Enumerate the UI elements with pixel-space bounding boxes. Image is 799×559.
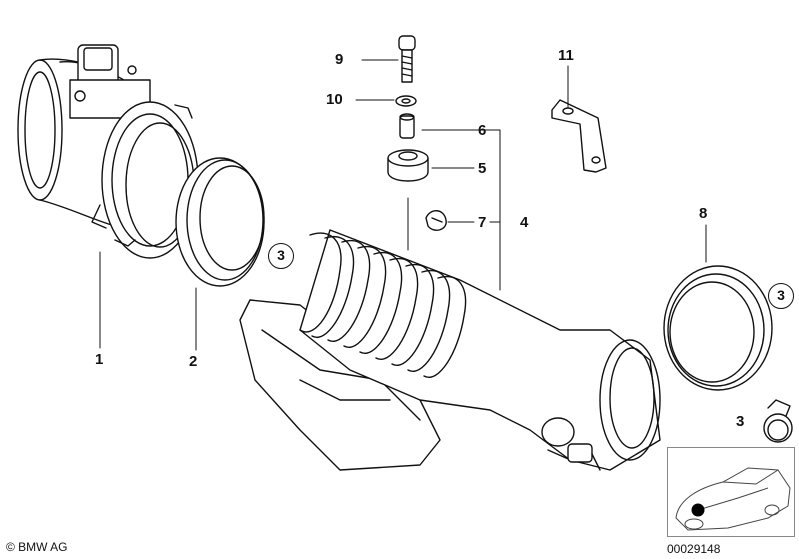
- leader-lines: [99, 59, 707, 351]
- washer-10: [395, 95, 417, 107]
- clip-7: [425, 210, 447, 231]
- part-callout-3-right: 3: [768, 283, 794, 309]
- sleeve-6: [399, 113, 415, 139]
- seal-ring-8: [663, 265, 773, 391]
- location-marker-icon: [691, 503, 705, 517]
- air-mass-meter: [17, 44, 199, 259]
- part-label-8: 8: [699, 205, 708, 222]
- intake-duct: [239, 229, 661, 471]
- bracket-11: [551, 99, 607, 173]
- part-label-7: 7: [478, 214, 487, 231]
- part-code-text: 00029148: [667, 542, 721, 556]
- part-label-2: 2: [189, 353, 198, 370]
- car-outline-icon: [675, 467, 791, 531]
- part-label-10: 10: [326, 91, 343, 108]
- part-label-6: 6: [478, 122, 487, 139]
- part-callout-3-left: 3: [268, 243, 294, 269]
- part-label-4: 4: [520, 214, 529, 231]
- vehicle-location-thumbnail: [667, 447, 795, 537]
- hose-clamp-3: [763, 399, 793, 443]
- part-label-9: 9: [335, 51, 344, 68]
- copyright-text: © BMW AG: [6, 540, 68, 554]
- seal-ring-2: [175, 157, 265, 287]
- part-label-1: 1: [95, 351, 104, 368]
- part-label-11: 11: [558, 47, 574, 64]
- part-label-5: 5: [478, 160, 487, 177]
- part-label-3-clamp: 3: [736, 413, 745, 430]
- bolt-9: [398, 35, 416, 83]
- rubber-mount-5: [387, 149, 429, 182]
